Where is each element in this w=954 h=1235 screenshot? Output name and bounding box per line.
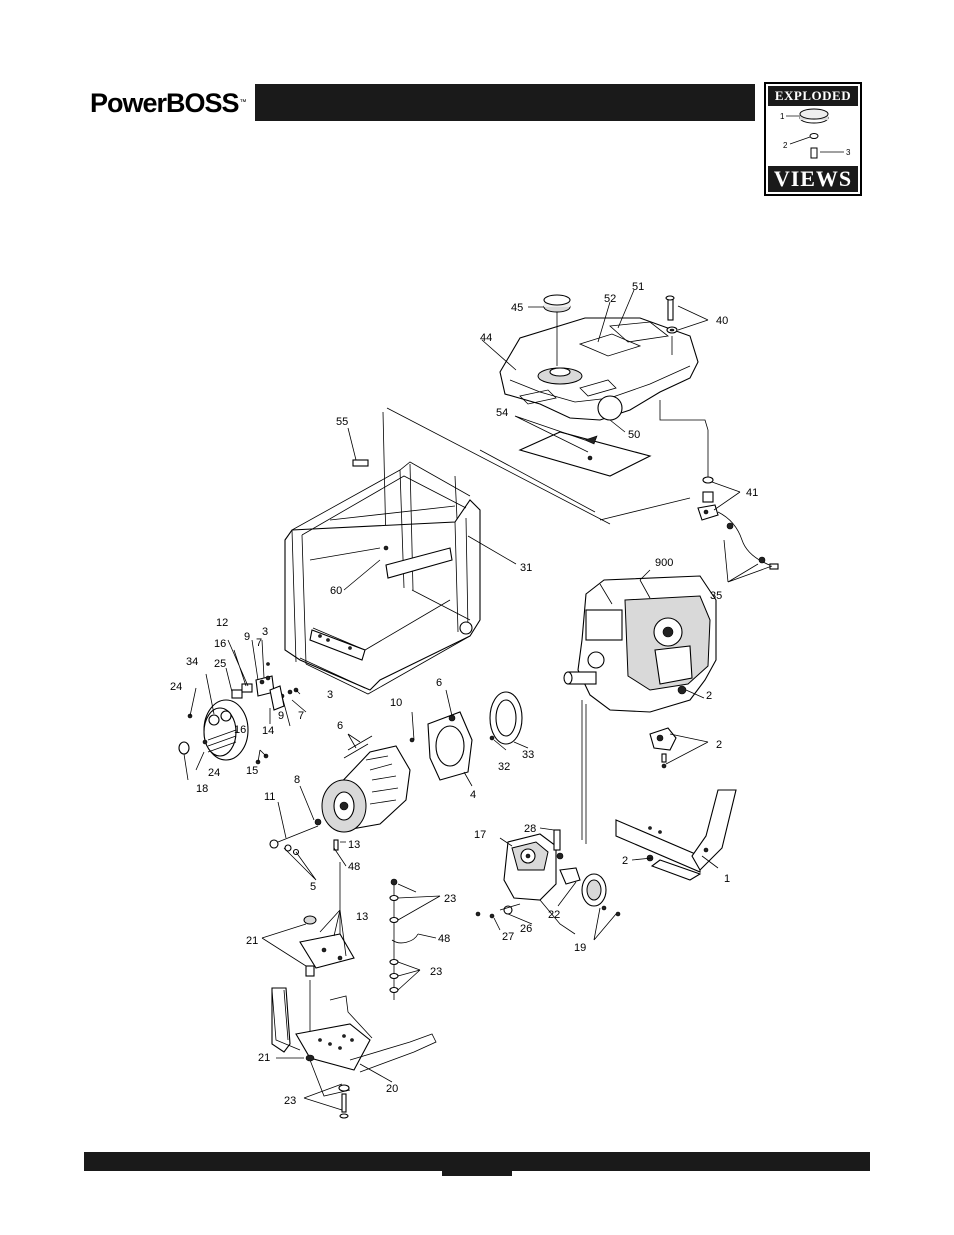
- callout-54: 54: [496, 407, 508, 419]
- callout-12: 12: [216, 617, 228, 629]
- callout-34: 34: [186, 656, 198, 668]
- callout-19: 19: [574, 942, 586, 954]
- callout-13-upper: 13: [348, 839, 360, 851]
- callout-55: 55: [336, 416, 348, 428]
- callout-52: 52: [604, 293, 616, 305]
- engine: [564, 576, 716, 840]
- callout-48-lower: 48: [438, 933, 450, 945]
- engine-rail: [616, 790, 736, 880]
- callout-8: 8: [294, 774, 300, 786]
- callout-27: 27: [502, 931, 514, 943]
- footer-page-tab: [442, 1152, 512, 1176]
- callout-48-upper: 48: [348, 861, 360, 873]
- callout-21-lower: 21: [258, 1052, 270, 1064]
- footer-bar-left: [84, 1152, 442, 1171]
- callout-3-upper: 3: [262, 626, 268, 638]
- callout-32: 32: [498, 761, 510, 773]
- label-55: [353, 460, 368, 466]
- callout-11: 11: [264, 791, 275, 803]
- callout-16-lower: 16: [234, 724, 246, 736]
- callout-23-upper: 23: [444, 893, 456, 905]
- callout-40: 40: [716, 315, 728, 327]
- callout-3-lower: 3: [327, 689, 333, 701]
- engine-mount: [650, 728, 676, 768]
- fuel-hose: [718, 512, 778, 569]
- callout-6-upper: 6: [436, 677, 442, 689]
- callout-15: 15: [246, 765, 258, 777]
- callout-9-upper: 9: [244, 631, 250, 643]
- callout-18: 18: [196, 783, 208, 795]
- callout-60: 60: [330, 585, 342, 597]
- callout-28: 28: [524, 823, 536, 835]
- fuel-tank: [500, 318, 698, 420]
- callout-23-lower: 23: [284, 1095, 296, 1107]
- callout-41: 41: [746, 487, 758, 499]
- callout-7-lower: 7: [298, 710, 304, 722]
- brush-assembly: [232, 663, 298, 711]
- alternator: [315, 746, 410, 832]
- callout-1: 1: [724, 873, 730, 885]
- callout-16-upper: 16: [214, 638, 226, 650]
- gasket-33: [490, 692, 522, 744]
- callout-44: 44: [480, 332, 492, 344]
- callout-900: 900: [655, 557, 673, 569]
- callout-23-middle: 23: [430, 966, 442, 978]
- callout-45: 45: [511, 302, 523, 314]
- callout-20: 20: [386, 1083, 398, 1095]
- callout-51: 51: [632, 281, 644, 293]
- callout-21-upper: 21: [246, 935, 258, 947]
- callout-9-lower: 9: [278, 710, 284, 722]
- callout-6-lower: 6: [337, 720, 343, 732]
- muffler-guard: [582, 874, 620, 916]
- callout-10: 10: [390, 697, 402, 709]
- callout-22: 22: [548, 909, 560, 921]
- muffler: [504, 830, 580, 934]
- callout-25: 25: [214, 658, 226, 670]
- base-frame: [272, 988, 436, 1118]
- callout-24-upper: 24: [170, 681, 182, 693]
- callout-24-lower: 24: [208, 767, 220, 779]
- callout-33: 33: [522, 749, 534, 761]
- callout-50: 50: [628, 429, 640, 441]
- frame: [285, 462, 480, 694]
- alternator-adapter: [428, 712, 472, 780]
- callout-35: 35: [710, 590, 722, 602]
- fasteners-15: [256, 754, 268, 764]
- callout-26: 26: [520, 923, 532, 935]
- callout-17: 17: [474, 829, 486, 841]
- callout-13-lower: 13: [356, 911, 368, 923]
- footer-bar-right: [512, 1152, 870, 1171]
- callout-31: 31: [520, 562, 532, 574]
- callout-7-upper: 7: [256, 637, 262, 649]
- callout-2-rail: 2: [622, 855, 628, 867]
- callout-5: 5: [310, 881, 316, 893]
- callout-4: 4: [470, 789, 476, 801]
- callout-2-engine: 2: [706, 690, 712, 702]
- callout-14: 14: [262, 725, 274, 737]
- callout-2-mount: 2: [716, 739, 722, 751]
